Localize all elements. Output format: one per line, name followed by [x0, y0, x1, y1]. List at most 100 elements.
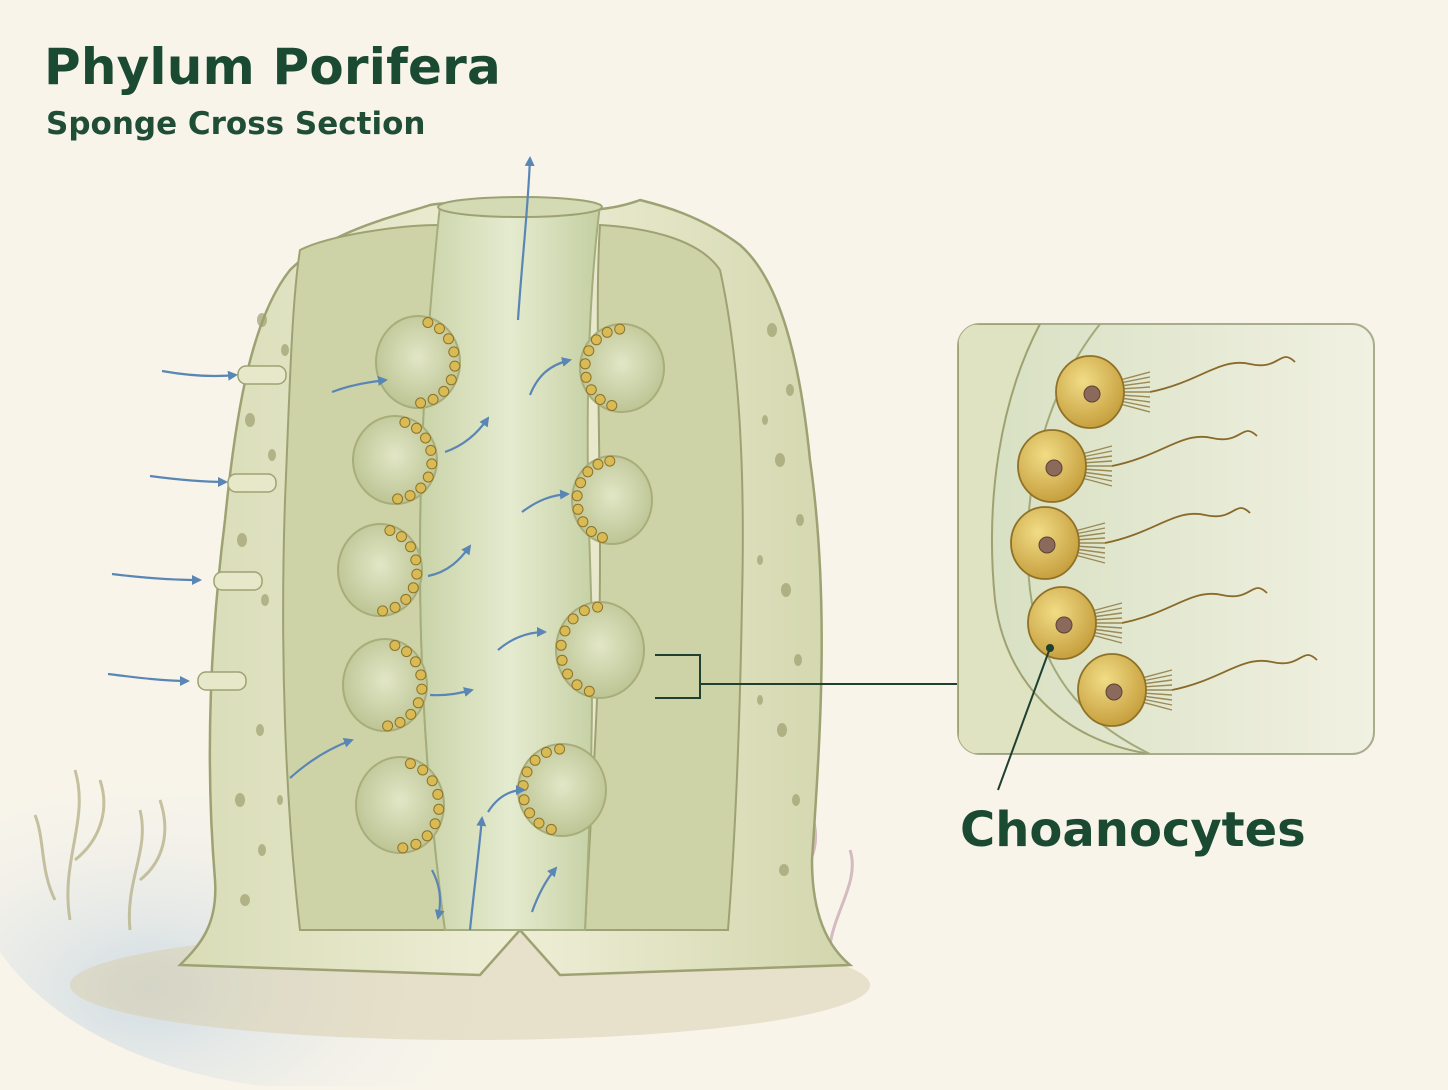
- arrow-icon: [530, 866, 558, 913]
- nucleus-icon: [1045, 459, 1063, 477]
- chamber-choanocytes: [377, 317, 626, 854]
- choanocyte-cell-icon: [580, 371, 592, 383]
- collar-microvilli: [1119, 371, 1151, 413]
- choanocyte-cell-icon: [592, 601, 604, 613]
- choanocyte-cell-icon: [400, 593, 412, 605]
- choanocyte-cell-icon: [590, 334, 602, 346]
- arrow-icon: [427, 544, 472, 578]
- choanocyte-cell-icon: [415, 669, 427, 681]
- choanocyte-cell-icon: [604, 455, 616, 467]
- choanocyte-cell-icon: [448, 346, 460, 358]
- choanocyte-cell-icon: [529, 754, 541, 766]
- choanocytes-label: Choanocytes: [960, 802, 1306, 858]
- arrow-icon: [149, 474, 228, 487]
- choanocyte-cell-icon: [577, 516, 589, 528]
- choanocyte-cell-icon: [422, 471, 434, 483]
- choanocyte-cell-icon: [412, 697, 424, 709]
- collar-microvilli: [1074, 522, 1106, 564]
- choanocyte-cell-icon: [545, 823, 557, 835]
- choanocyte-cell-icon: [399, 416, 411, 428]
- collar-microvilli: [1141, 669, 1173, 711]
- choanocyte-cell-icon: [422, 317, 434, 328]
- choanocyte-cell-icon: [397, 842, 409, 854]
- choanocyte-cell-icon: [524, 807, 536, 819]
- choanocyte-cell-icon: [410, 554, 422, 566]
- arrow-icon: [161, 369, 238, 381]
- flagellum-icon: [1104, 507, 1251, 544]
- choanocyte-cell-icon: [417, 764, 429, 776]
- flagellated-chambers: [337, 315, 665, 854]
- arrow-icon: [497, 627, 547, 651]
- choanocyte-cell-icon: [571, 490, 583, 502]
- choanocyte-cell-icon: [585, 384, 597, 396]
- choanocyte-cell-icon: [606, 400, 618, 411]
- choanocyte-cell-icon: [521, 766, 533, 778]
- choanocyte-cell-icon: [582, 466, 594, 478]
- flagellum-icon: [1111, 430, 1258, 467]
- choanocyte-cell-icon: [421, 830, 433, 842]
- choanocyte-cell-icon: [555, 639, 567, 651]
- choanocyte-cell-icon: [401, 646, 412, 658]
- pointer-dot: [1046, 644, 1054, 652]
- choanocyte-cell-icon: [410, 656, 421, 668]
- choanocyte-cell-icon: [420, 432, 431, 444]
- choanocyte-cell-icon: [579, 358, 591, 370]
- choanocyte-cell-icon: [382, 720, 394, 732]
- choanocyte-cell-icon: [405, 541, 416, 553]
- arrow-icon: [521, 489, 570, 513]
- choanocyte-cell-icon: [404, 490, 416, 502]
- choanocyte-cell-icon: [559, 625, 571, 637]
- magnified-inset: [957, 323, 1375, 755]
- choanocyte-cell-icon: [377, 605, 389, 617]
- choanocyte-cell-icon: [405, 708, 417, 720]
- choanocyte-cell-icon: [396, 531, 407, 543]
- ostia-pores: [233, 313, 804, 906]
- choanocyte-cell-icon: [394, 716, 406, 728]
- choanocyte-cell-icon: [583, 345, 595, 357]
- choanocyte-cell-icon: [533, 817, 545, 829]
- choanocyte-cell-icon: [427, 393, 439, 405]
- choanocyte-cell-icon: [443, 333, 454, 345]
- choanocyte-cell-icon: [578, 605, 590, 617]
- flagellum-icon: [1149, 356, 1296, 393]
- nucleus-icon: [1105, 683, 1123, 701]
- flagellum-icon: [1171, 654, 1318, 691]
- arrow-icon: [487, 785, 526, 813]
- choanocyte-cell-icon: [426, 775, 438, 787]
- osculum: [437, 196, 603, 218]
- choanocyte-cell-icon: [434, 323, 445, 335]
- arrow-icon: [468, 816, 487, 931]
- choanocyte-cell-icon: [384, 525, 396, 536]
- choanocyte-cell-icon: [585, 526, 597, 537]
- arrow-icon: [516, 156, 535, 321]
- arrow-icon: [107, 672, 190, 686]
- collar-microvilli: [1091, 602, 1123, 644]
- arrow-icon: [111, 572, 202, 585]
- choanocyte-cell-icon: [518, 794, 530, 806]
- arrow-icon: [429, 687, 474, 697]
- choanocyte-cell-icon: [415, 397, 427, 409]
- choanocyte-cell-icon: [389, 601, 401, 613]
- choanocyte-cell-icon: [594, 394, 606, 405]
- choanocyte-cell-icon: [432, 788, 444, 800]
- water-flow-arrows: [107, 156, 572, 931]
- inset-choanocytes: [1010, 355, 1318, 727]
- nucleus-icon: [1083, 385, 1101, 403]
- coral-left-icon: [33, 769, 167, 931]
- flagellum-icon: [1121, 587, 1268, 624]
- choanocyte-cell-icon: [571, 679, 583, 691]
- incurrent-canals: [197, 365, 287, 691]
- choanocyte-cell-icon: [433, 803, 445, 815]
- chamber-wall: [958, 324, 1151, 754]
- choanocyte-cell-icon: [404, 758, 416, 770]
- choanocyte-cell-icon: [562, 668, 574, 680]
- arrow-icon: [528, 357, 572, 396]
- choanocyte-cell-icon: [426, 458, 438, 470]
- choanocyte-cell-icon: [407, 582, 419, 594]
- choanocyte-cell-icon: [596, 532, 608, 543]
- choanocyte-cell-icon: [411, 568, 423, 580]
- choanocyte-cell-icon: [583, 685, 595, 697]
- nucleus-icon: [1038, 536, 1056, 554]
- choanocyte-cell-icon: [556, 654, 568, 666]
